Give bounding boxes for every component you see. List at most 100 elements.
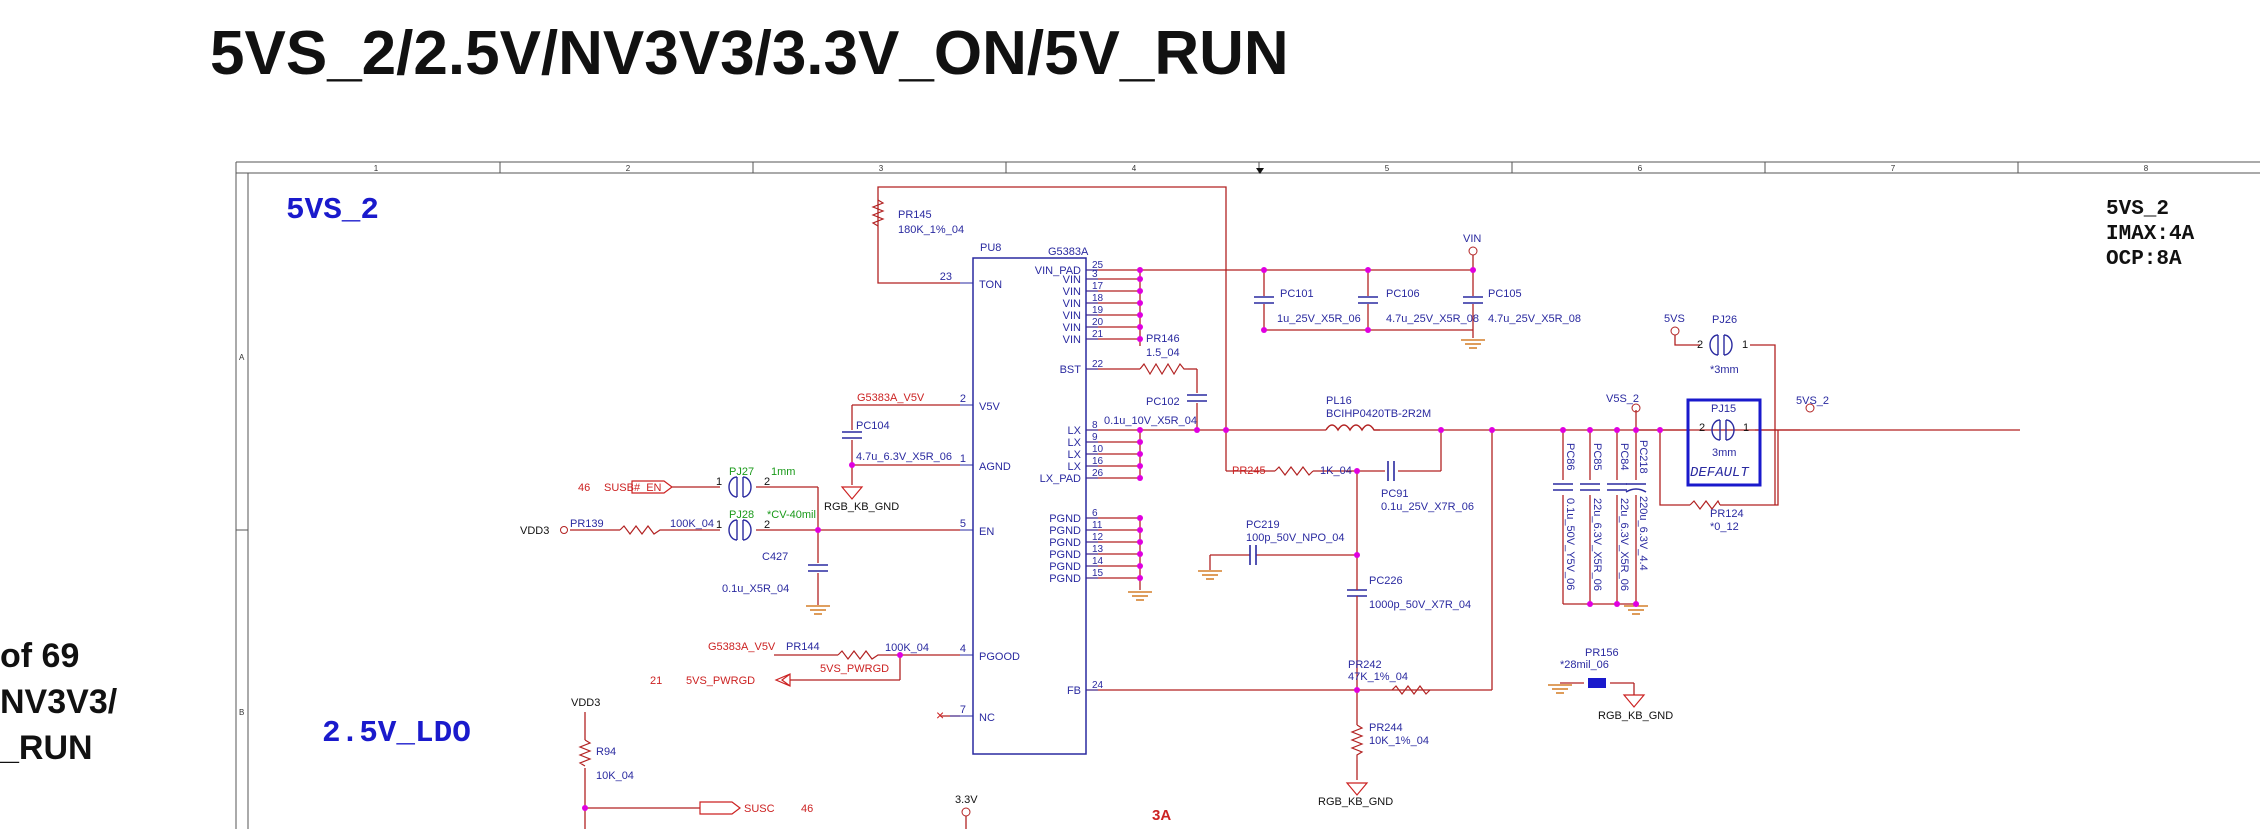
pj27-ref: PJ27 (729, 466, 754, 478)
jumper-pj15-icon (1711, 419, 1735, 441)
side-text-line-3: _RUN (0, 729, 93, 767)
pr245-value: 1K_04 (1320, 465, 1352, 477)
pr139-ref: PR139 (570, 518, 604, 530)
resistor-pr144-icon (837, 650, 888, 660)
vdd3-terminal-icon (560, 526, 568, 534)
pin-num: 1 (960, 453, 966, 465)
susc-port-icon (699, 801, 741, 815)
ic-right-pin-name: VIN (1063, 286, 1081, 298)
border-col-7: 7 (1891, 164, 1896, 173)
resistor-pr124-icon (1689, 499, 1721, 510)
sheet-frame (235, 161, 2260, 829)
pr156-ref: PR156 (1585, 647, 1619, 659)
capacitor-pc219-icon (1249, 545, 1257, 565)
pc101-value: 1u_25V_X5R_06 (1277, 313, 1361, 325)
ic-right-pin-name: LX (1068, 437, 1082, 449)
pc85-ref: PC85 (1591, 443, 1603, 471)
border-row-a: A (239, 353, 245, 362)
pr144-ref: PR144 (786, 641, 820, 653)
capacitor-output-icons (1553, 483, 1647, 493)
inductor-pl16-icon (1325, 424, 1380, 432)
ic-right-pin-num: 18 (1092, 293, 1104, 304)
ic-right-pin-num: 10 (1092, 444, 1104, 455)
v5s2-label: V5S_2 (1606, 393, 1639, 405)
pc86-value: 0.1u_50V_Y5V_06 (1564, 498, 1576, 590)
ground-c427-icon (806, 605, 830, 615)
ic-right-pin-name: LX_PAD (1040, 473, 1081, 485)
ic-right-pin-name: BST (1060, 364, 1082, 376)
vin-terminal-icon (1468, 246, 1478, 256)
pj15-pin1: 1 (1743, 422, 1749, 434)
capacitor-vin-icons (1254, 296, 1483, 304)
border-row-b: B (239, 708, 244, 717)
ic-right-pin-num: 26 (1092, 468, 1104, 479)
ic-right-pin-name: VIN (1063, 298, 1081, 310)
susb-en-port-icon (631, 480, 673, 494)
ic-ref: PU8 (980, 242, 1001, 254)
note-ocp: OCP:8A (2106, 248, 2182, 271)
border-col-5: 5 (1385, 164, 1390, 173)
ic-left-pins: 23 TON 2 V5V 1 AGND 5 EN 4 PGOOD 7 NC (940, 271, 1020, 724)
ic-right-pin-num: 3 (1092, 269, 1098, 280)
pr244-value: 10K_1%_04 (1369, 735, 1429, 747)
ic-right-pin-name: PGND (1049, 549, 1081, 561)
pin-num: 5 (960, 518, 966, 530)
pc84-ref: PC84 (1618, 443, 1630, 471)
ic-right-pin-name: LX (1068, 425, 1082, 437)
side-text-line-1: of 69 (0, 637, 80, 675)
pin-name: V5V (979, 401, 1000, 413)
resistor-pr242-icon (1391, 685, 1431, 695)
r94-value: 10K_04 (596, 770, 634, 782)
susc-page: 46 (801, 803, 813, 815)
ic-right-pin-name: PGND (1049, 573, 1081, 585)
pc226-ref: PC226 (1369, 575, 1403, 587)
ground-pc219-icon (1198, 570, 1222, 580)
resistor-pr146-icon (1139, 362, 1188, 376)
pc106-value: 4.7u_25V_X5R_08 (1386, 313, 1479, 325)
pr145-value: 180K_1%_04 (898, 224, 964, 236)
jumper-pj27-icon (728, 476, 752, 498)
border-col-6: 6 (1638, 164, 1643, 173)
pc85-value: 22u_6.3V_X5R_06 (1591, 498, 1603, 591)
pr245-ref: PR245 (1232, 465, 1266, 477)
pj15-pin2: 2 (1699, 422, 1705, 434)
ic-right-pin-name: VIN (1063, 334, 1081, 346)
ic-right-pin-name: VIN (1063, 274, 1081, 286)
rgb-kb-gnd-symbol-icon (840, 486, 864, 500)
pc105-value: 4.7u_25V_X5R_08 (1488, 313, 1581, 325)
pj15-default-tag: DEFAULT (1690, 465, 1749, 481)
note-imax: IMAX:4A (2106, 223, 2195, 246)
resistor-pr145-icon (871, 199, 885, 227)
resistor-pr139-icon (619, 525, 666, 535)
5vs-label: 5VS (1664, 313, 1685, 325)
ic-right-pin-num: 8 (1092, 420, 1098, 431)
pwrgd-page: 21 (650, 675, 662, 687)
vin-label: VIN (1463, 233, 1481, 245)
pc101-ref: PC101 (1280, 288, 1314, 300)
pin-name: AGND (979, 461, 1011, 473)
ic-right-pin-name: LX (1068, 461, 1082, 473)
pc219-ref: PC219 (1246, 519, 1280, 531)
jumper-pj28-icon (728, 519, 752, 541)
note-5vs2: 5VS_2 (2106, 198, 2169, 221)
pwrgd-net: 5VS_PWRGD (820, 663, 889, 675)
ic-right-pin-num: 13 (1092, 544, 1104, 555)
ic-right-pin-num: 12 (1092, 532, 1104, 543)
pin-num: 2 (960, 393, 966, 405)
pj28-pin2: 2 (764, 519, 770, 531)
section-5vs2-heading: 5VS_2 (286, 193, 379, 228)
pin-name: TON (979, 279, 1002, 291)
ic-right-pin-name: PGND (1049, 525, 1081, 537)
pr156-value: *28mil_06 (1560, 659, 1609, 671)
resistor-r94-icon (578, 739, 592, 767)
pj28-pin1: 1 (716, 519, 722, 531)
ic-right-pin-num: 6 (1092, 508, 1098, 519)
susc-label: SUSC (744, 803, 775, 815)
v5s2-terminal-icon (1631, 403, 1641, 413)
ground-vin-icon (1461, 339, 1485, 349)
pc218-ref: PC218 (1637, 440, 1649, 474)
capacitor-pc102-icon (1187, 394, 1207, 402)
pr139-value: 100K_04 (670, 518, 714, 530)
pj26-pin2: 2 (1697, 339, 1703, 351)
